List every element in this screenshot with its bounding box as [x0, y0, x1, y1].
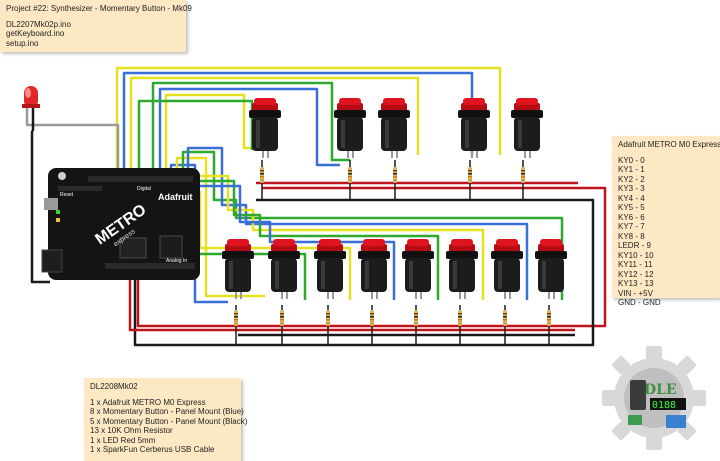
led-red — [22, 86, 40, 108]
pin-item: KY4 - 4 — [618, 193, 645, 203]
button-top-4 — [458, 98, 490, 158]
pin-item: KY3 - 3 — [618, 184, 645, 193]
project-title: Project #22: Synthesizer - Momentary But… — [6, 4, 192, 13]
bom-id: DL2208Mk02 — [90, 382, 138, 391]
pin-item: KY5 - 5 — [618, 203, 645, 212]
resistors-bottom — [234, 310, 551, 326]
bom-item: 1 x SparkFun Cerberus USB Cable — [90, 445, 215, 454]
file-item: getKeyboard.ino — [6, 29, 65, 38]
pin-item: KY13 - 13 — [618, 279, 654, 288]
file-item: DL2207Mk02p.ino — [6, 19, 71, 29]
pin-item: KY11 - 11 — [618, 260, 653, 269]
pin-item: KY0 - 0 — [618, 155, 645, 165]
file-item: setup.ino — [6, 38, 39, 48]
pin-item: KY6 - 6 — [618, 212, 645, 222]
svg-text:0188: 0188 — [652, 400, 676, 411]
svg-text:Adafruit: Adafruit — [158, 192, 193, 202]
pin-item: KY8 - 8 — [618, 231, 645, 241]
svg-text:Analog In: Analog In — [166, 258, 187, 264]
pin-item: KY12 - 12 — [618, 269, 654, 279]
button-top-1 — [249, 98, 281, 158]
pin-note-title: Adafruit METRO M0 Express — [618, 140, 720, 149]
button-top-3 — [378, 98, 410, 158]
bom-item: 1 x Adafruit METRO M0 Express — [90, 397, 206, 407]
pin-item: KY1 - 1 — [618, 165, 645, 174]
pin-item: LEDR - 9 — [618, 241, 651, 250]
pin-item: KY10 - 10 — [618, 250, 654, 260]
svg-text:DLE: DLE — [644, 382, 677, 398]
bom-item: 1 x LED Red 5mm — [90, 435, 156, 445]
pin-item: GND - GND — [618, 298, 661, 307]
pin-item: KY2 - 2 — [618, 174, 645, 184]
bom-item: 8 x Momentary Button - Panel Mount (Blue… — [90, 407, 244, 416]
project-note: Project #22: Synthesizer - Momentary But… — [0, 0, 192, 52]
bom-note: DL2208Mk02 1 x Adafruit METRO M0 Express… — [84, 378, 248, 461]
bom-item: 5 x Momentary Button - Panel Mount (Blac… — [90, 416, 248, 426]
pin-note: Adafruit METRO M0 Express KY0 - 0 KY1 - … — [612, 136, 720, 307]
bom-item: 13 x 10K Ohm Resistor — [90, 426, 173, 435]
metro-board: METRO express Adafruit Reset Digital Ana… — [41, 168, 200, 280]
resistors-top — [260, 167, 525, 183]
svg-text:Reset: Reset — [60, 192, 74, 198]
pin-item: KY7 - 7 — [618, 222, 645, 231]
pin-item: VIN - +5V — [618, 288, 653, 298]
button-top-2 — [334, 98, 366, 158]
dle-logo: DLE 0188 — [602, 346, 706, 450]
button-top-5 — [511, 98, 543, 158]
svg-text:Digital: Digital — [137, 186, 151, 192]
